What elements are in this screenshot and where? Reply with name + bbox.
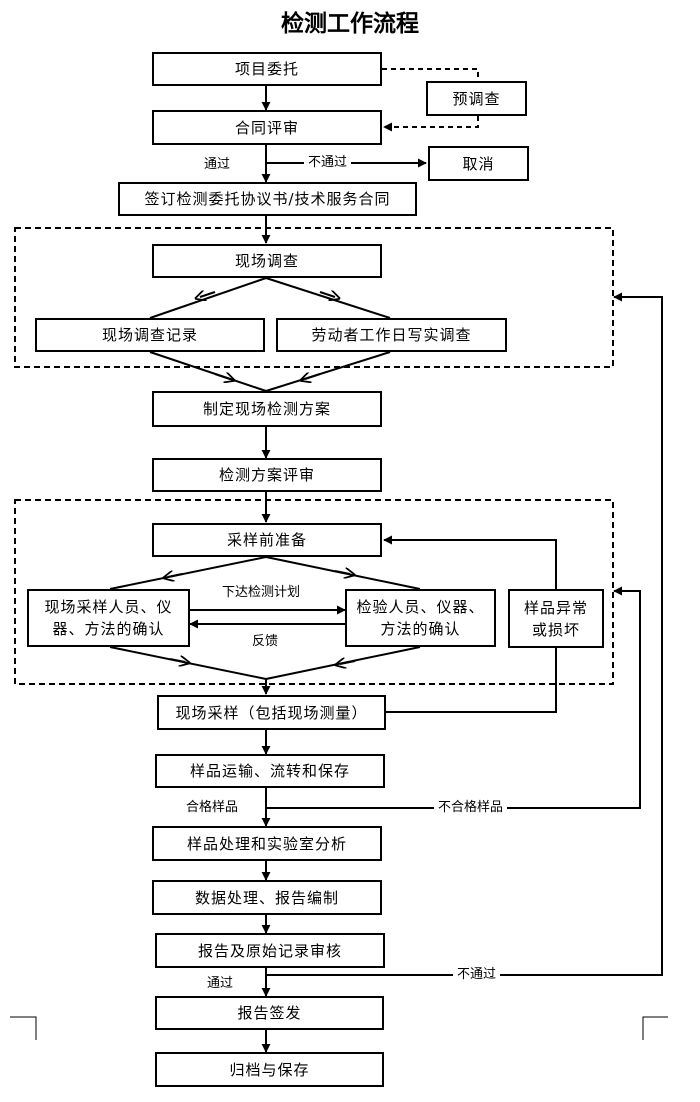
contract-review-node: 合同评审	[152, 110, 382, 145]
diagram-title: 检测工作流程	[281, 10, 419, 37]
lab-analysis-node: 样品处理和实验室分析	[152, 826, 382, 861]
pass-label-2: 通过	[207, 976, 234, 991]
worker-diary-node: 劳动者工作日写实调查	[276, 318, 507, 352]
sign-contract-node: 签订检测委托协议书/技术服务合同	[118, 182, 417, 216]
transport-node: 样品运输、流转和保存	[155, 754, 385, 788]
cancel-node: 取消	[428, 146, 529, 181]
pre-sampling-node: 采样前准备	[152, 523, 382, 557]
project-entrust-node: 项目委托	[152, 52, 382, 86]
lab-confirm-node: 检验人员、仪器、方法的确认	[345, 589, 496, 647]
abnormal-sample-node: 样品异常或损坏	[508, 589, 604, 648]
report-issue-node: 报告签发	[155, 996, 384, 1030]
archive-node: 归档与保存	[155, 1052, 384, 1087]
field-confirm-node: 现场采样人员、仪器、方法的确认	[27, 589, 190, 647]
make-plan-node: 制定现场检测方案	[152, 391, 382, 427]
sampling-group-frame	[14, 499, 614, 685]
site-survey-node: 现场调查	[152, 244, 382, 278]
qualified-label: 合格样品	[186, 800, 239, 815]
issue-plan-label: 下达检测计划	[222, 585, 301, 600]
pre-survey-node: 预调查	[426, 81, 527, 116]
report-audit-node: 报告及原始记录审核	[155, 933, 385, 968]
fail-label: 不通过	[304, 155, 352, 171]
field-sampling-node: 现场采样（包括现场测量）	[157, 695, 386, 730]
survey-group-frame	[14, 227, 614, 368]
unqualified-label: 不合格样品	[434, 800, 508, 816]
pass-label: 通过	[204, 157, 231, 172]
fail-label-2: 不通过	[453, 967, 501, 983]
survey-record-node: 现场调查记录	[35, 318, 265, 352]
data-report-node: 数据处理、报告编制	[152, 880, 382, 915]
plan-review-node: 检测方案评审	[152, 458, 382, 492]
feedback-label: 反馈	[252, 634, 279, 649]
